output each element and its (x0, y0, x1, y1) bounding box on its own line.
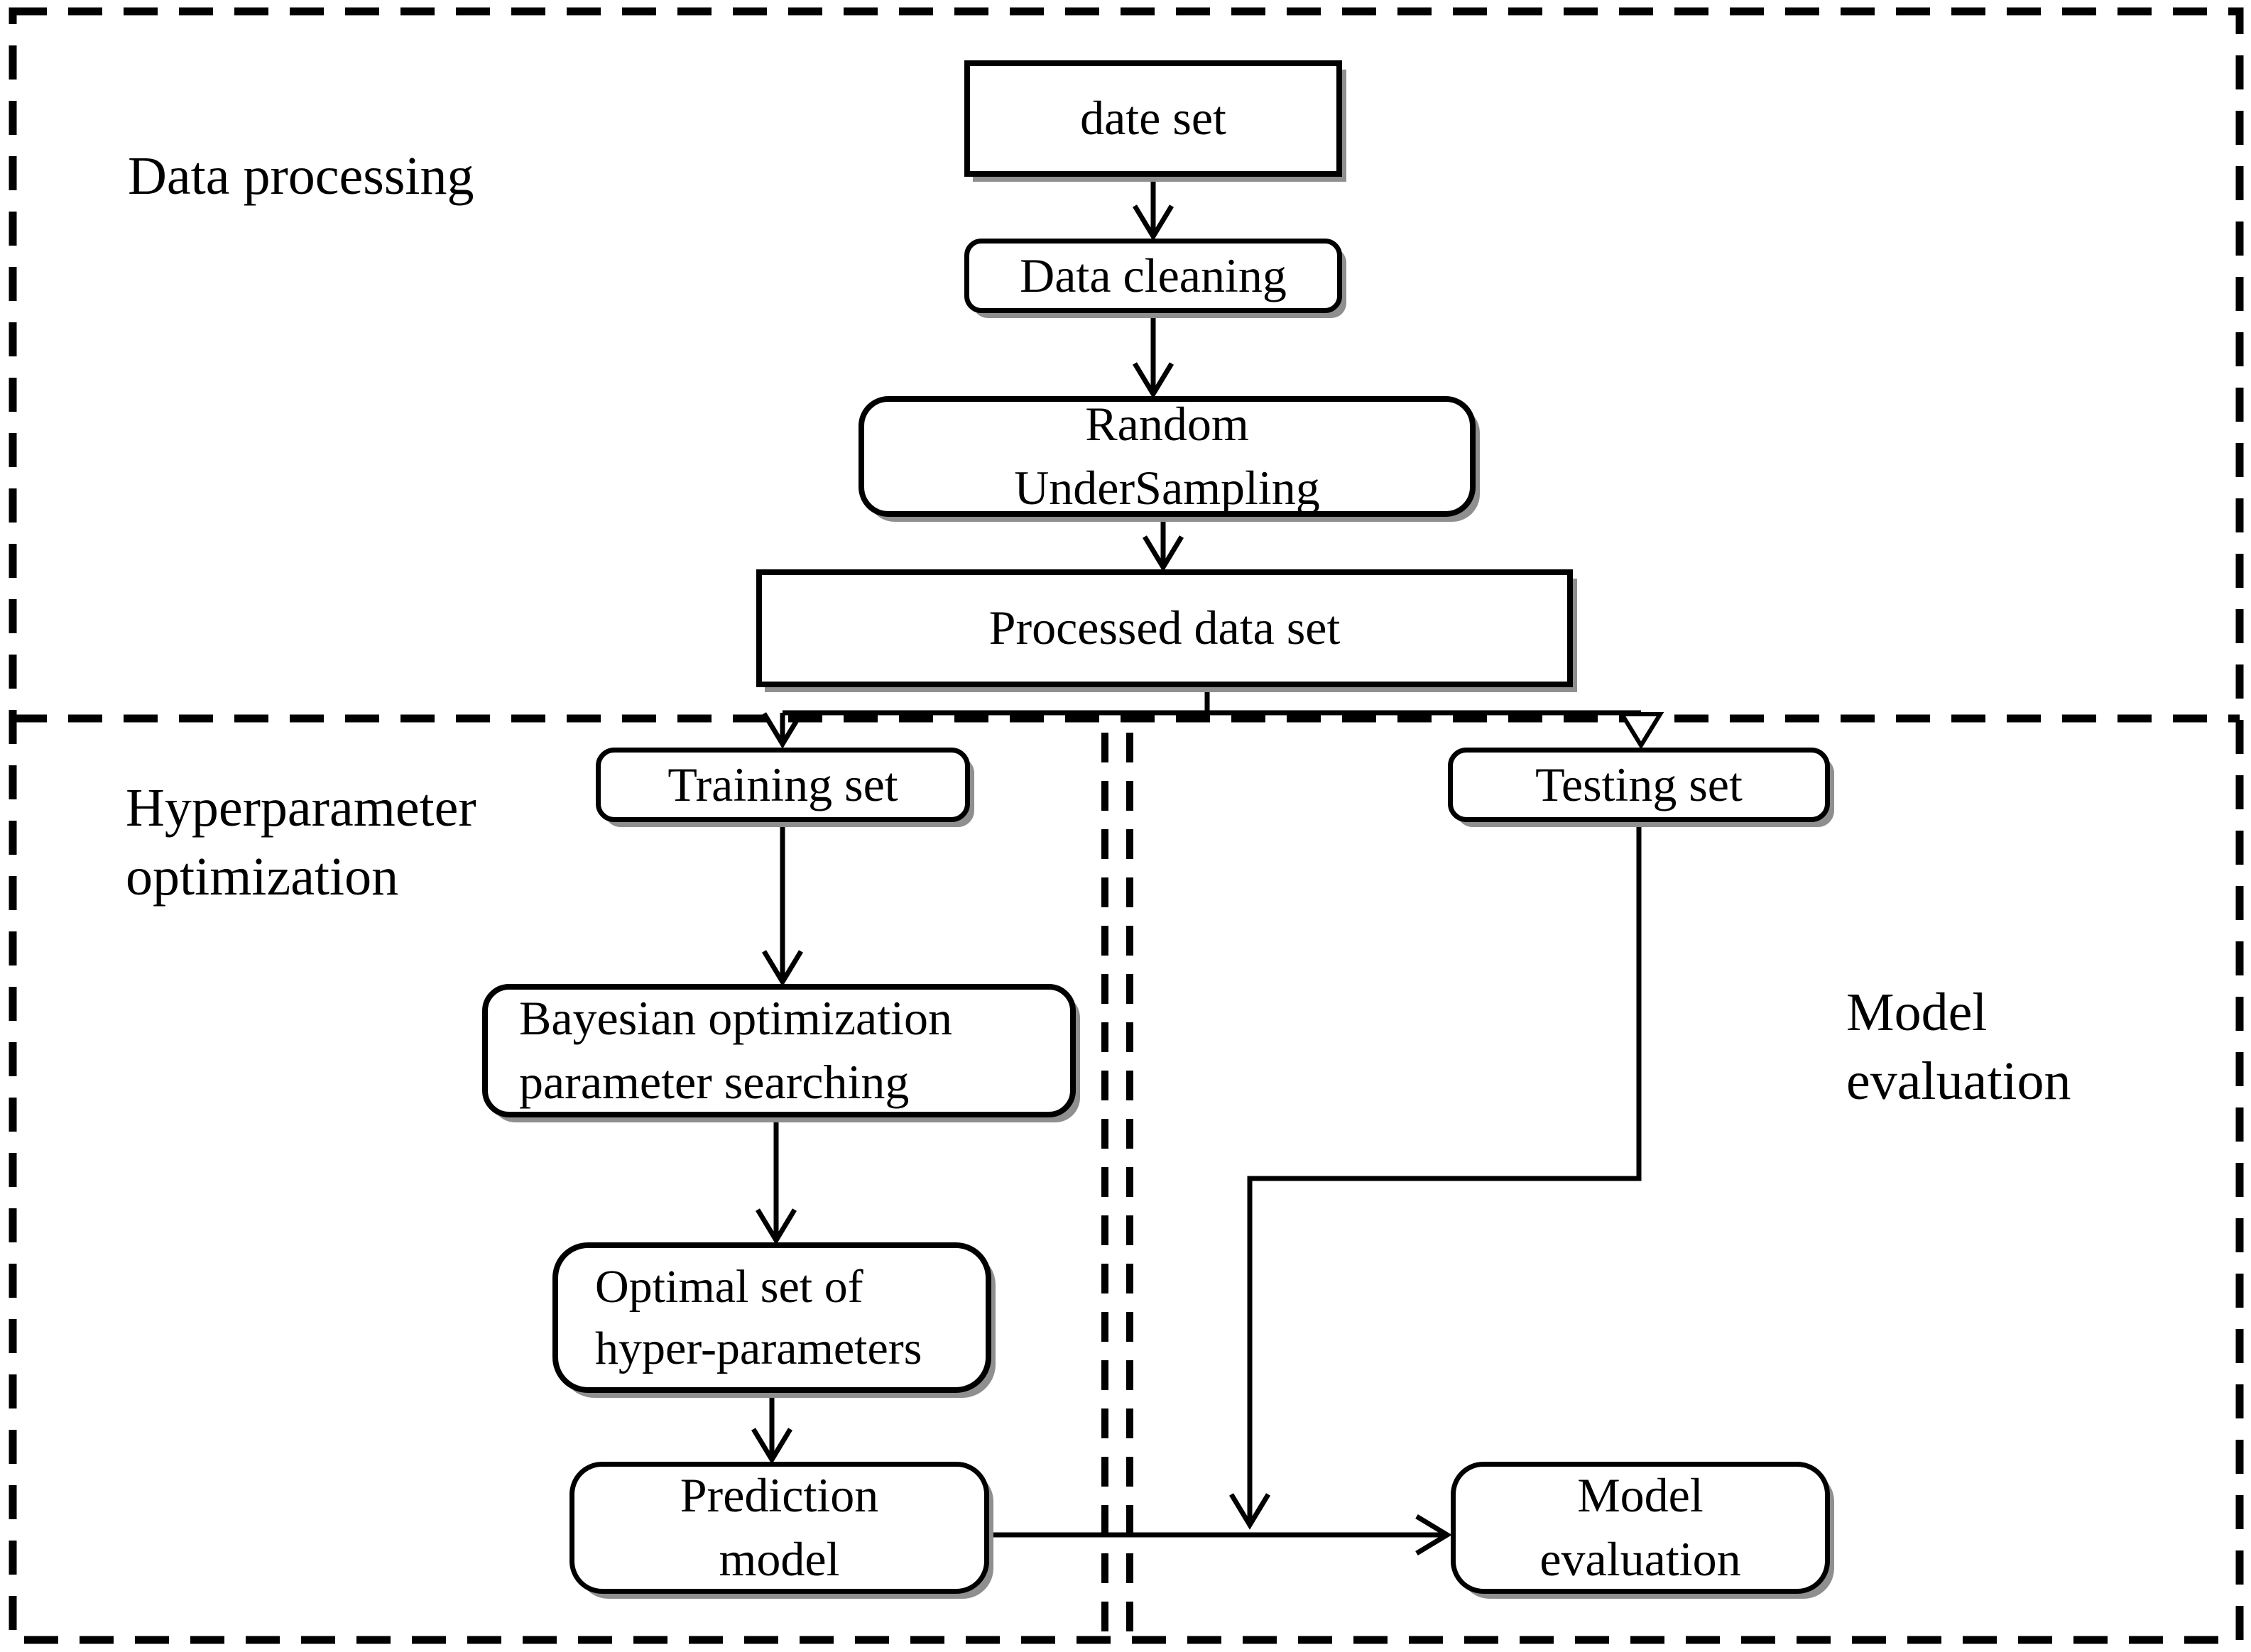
node-date-set: date set (964, 60, 1342, 177)
node-optimal-set-label: Optimal set of hyper-parameters (595, 1260, 922, 1374)
node-training-set-label: Training set (667, 757, 898, 811)
node-testing-set: Testing set (1448, 748, 1830, 822)
section-label-model-evaluation: Model evaluation (1846, 983, 2071, 1112)
node-bayesian-optimization: Bayesian optimization parameter searchin… (482, 984, 1076, 1117)
node-optimal-set: Optimal set of hyper-parameters (552, 1242, 991, 1393)
node-model-evaluation: Model evaluation (1451, 1462, 1830, 1594)
arrowhead-optimal (756, 1208, 797, 1245)
arrowhead-modeleval (1415, 1514, 1452, 1555)
node-bayesian-optimization-label: Bayesian optimization parameter searchin… (519, 991, 952, 1109)
node-testing-set-label: Testing set (1535, 757, 1743, 811)
node-model-evaluation-label: Model evaluation (1539, 1468, 1741, 1586)
node-processed-data-set-label: Processed data set (988, 601, 1341, 655)
section-label-hyperparameter-optimization: Hyperparameter optimization (126, 778, 476, 907)
node-random-undersampling-label: Random UnderSampling (1014, 397, 1320, 515)
arrowhead-junction (1229, 1493, 1270, 1530)
node-prediction-model-label: Prediction model (680, 1468, 879, 1586)
arrowhead-random (1133, 362, 1174, 399)
arrowhead-training (762, 712, 803, 749)
arrowhead-processed (1143, 535, 1184, 572)
arrowhead-bayesian (762, 950, 803, 987)
node-date-set-label: date set (1080, 91, 1226, 146)
node-processed-data-set: Processed data set (756, 569, 1573, 687)
outer-dashed-border (9, 7, 2244, 1644)
arrowhead-datacleaning (1133, 204, 1174, 241)
section-label-data-processing: Data processing (128, 146, 474, 206)
node-prediction-model: Prediction model (569, 1462, 989, 1594)
arrowhead-testing-open-triangle (1618, 712, 1664, 750)
node-random-undersampling: Random UnderSampling (859, 396, 1476, 517)
node-training-set: Training set (596, 748, 970, 822)
edges (751, 179, 1644, 1555)
edge-testing-junction (1247, 824, 1642, 1525)
node-data-cleaning-label: Data cleaning (1020, 248, 1287, 302)
arrowhead-prediction (751, 1428, 792, 1465)
node-data-cleaning: Data cleaning (964, 239, 1342, 313)
